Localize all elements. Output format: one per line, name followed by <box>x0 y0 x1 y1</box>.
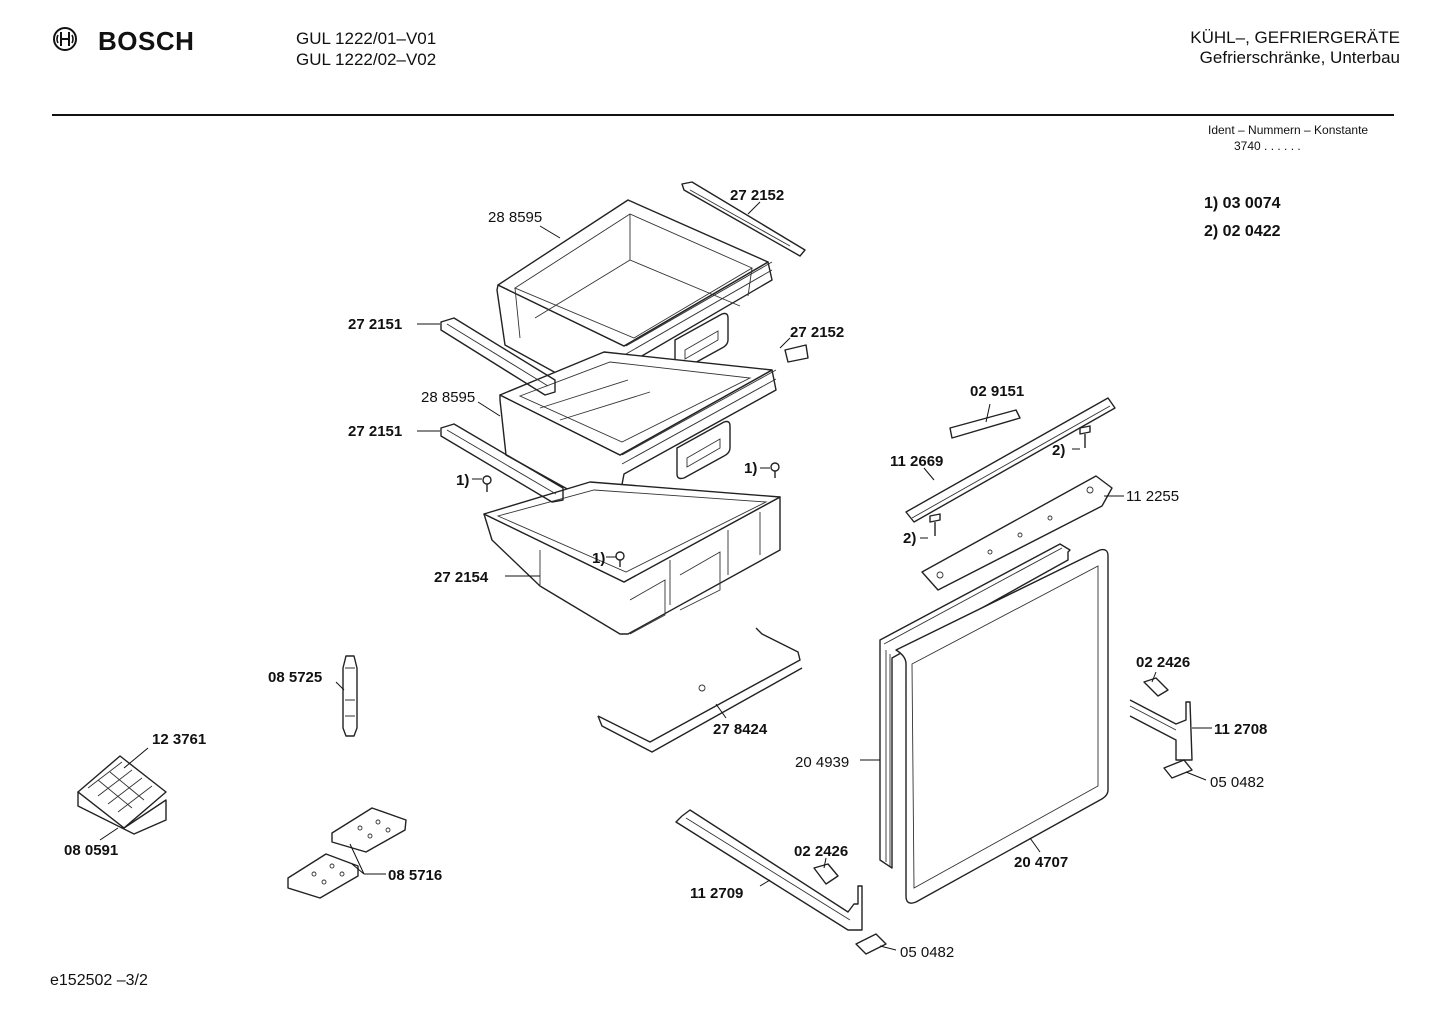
screw-fn1-c <box>615 551 625 567</box>
bottom-tray <box>483 481 781 635</box>
slide-rail-right-upper <box>681 181 806 257</box>
label-fn1-b: 1) <box>744 460 757 477</box>
label-27-2151-a: 27 2151 <box>348 316 402 333</box>
label-27-8424: 27 8424 <box>713 721 768 738</box>
label-11-2708: 11 2708 <box>1214 721 1267 738</box>
mounting-bracket <box>597 627 803 753</box>
label-fn1-a: 1) <box>456 472 469 489</box>
label-28-8595-top: 28 8595 <box>488 209 542 226</box>
model-number-2: GUL 1222/02–V02 <box>296 50 437 69</box>
label-27-2151-b: 27 2151 <box>348 423 402 440</box>
screw-fn1-a <box>482 475 492 492</box>
door-gasket <box>879 543 1071 869</box>
label-fn2-b: 2) <box>903 530 916 547</box>
category-line-2: Gefrierschränke, Unterbau <box>1199 48 1400 67</box>
ident-label: Ident – Nummern – Konstante <box>1208 123 1369 137</box>
screw-fn1-b <box>770 462 780 478</box>
label-08-0591: 08 0591 <box>64 842 118 859</box>
screw-fn2-b <box>929 513 941 536</box>
document-reference: e152502 –3/2 <box>50 972 148 989</box>
label-fn1-c: 1) <box>592 550 605 567</box>
footnote-2: 2) 02 0422 <box>1204 223 1281 240</box>
bosch-logo-icon <box>52 26 78 57</box>
label-11-2255: 11 2255 <box>1126 488 1179 505</box>
label-28-8595-mid: 28 8595 <box>421 389 475 406</box>
middle-drawer <box>499 351 777 517</box>
top-cover-strip <box>905 397 1116 523</box>
label-plate <box>949 409 1021 439</box>
ice-container <box>77 791 167 835</box>
label-05-0482-right: 05 0482 <box>1210 774 1264 791</box>
category-line-1: KÜHL–, GEFRIERGERÄTE <box>1190 28 1400 47</box>
label-02-2426-right: 02 2426 <box>1136 654 1190 671</box>
hinge-bracket <box>921 475 1113 591</box>
ident-value: 3740 . . . . . . <box>1234 139 1301 153</box>
screw-fn2-a <box>1079 425 1091 448</box>
footnote-1: 1) 03 0074 <box>1204 195 1281 212</box>
brand-block: BOSCH <box>52 26 194 57</box>
slide-rail-left-upper <box>440 317 556 396</box>
label-27-2152-b: 27 2152 <box>790 324 844 341</box>
label-11-2669: 11 2669 <box>890 453 943 470</box>
label-20-4707: 20 4707 <box>1014 854 1068 871</box>
label-02-9151: 02 9151 <box>970 383 1024 400</box>
brand-name: BOSCH <box>98 26 195 56</box>
lower-hinge-right <box>1129 699 1193 761</box>
label-11-2709: 11 2709 <box>690 885 743 902</box>
thermostat-rod <box>342 655 358 737</box>
hinge-clip-right <box>1163 759 1193 779</box>
header-divider <box>52 114 1394 116</box>
leader-lines <box>99 201 1212 951</box>
label-02-2426-bottom: 02 2426 <box>794 843 848 860</box>
slide-rail-left-lower <box>440 423 564 503</box>
label-fn2-a: 2) <box>1052 442 1065 459</box>
label-27-2152-top: 27 2152 <box>730 187 784 204</box>
label-05-0482-bottom: 05 0482 <box>900 944 954 961</box>
label-27-2154: 27 2154 <box>434 569 489 586</box>
appliance-category: KÜHL–, GEFRIERGERÄTE Gefrierschränke, Un… <box>1190 28 1400 68</box>
label-20-4939: 20 4939 <box>795 754 849 771</box>
cold-pack-upper <box>331 807 407 853</box>
model-number-1: GUL 1222/01–V01 <box>296 29 437 48</box>
door-panel <box>895 548 1109 904</box>
ident-block: Ident – Nummern – Konstante 3740 . . . .… <box>1208 122 1368 154</box>
label-08-5716: 08 5716 <box>388 867 442 884</box>
model-numbers: GUL 1222/01–V01 GUL 1222/02–V02 <box>296 28 436 70</box>
label-08-5725: 08 5725 <box>268 669 322 686</box>
hinge-clip-bottom <box>855 933 887 955</box>
label-12-3761: 12 3761 <box>152 731 206 748</box>
cold-pack-lower <box>287 853 359 899</box>
hinge-screw-right <box>1143 677 1169 697</box>
lower-hinge-bottom <box>675 809 863 931</box>
hinge-screw-bottom <box>813 863 839 885</box>
slide-rail-right-lower <box>784 344 809 363</box>
